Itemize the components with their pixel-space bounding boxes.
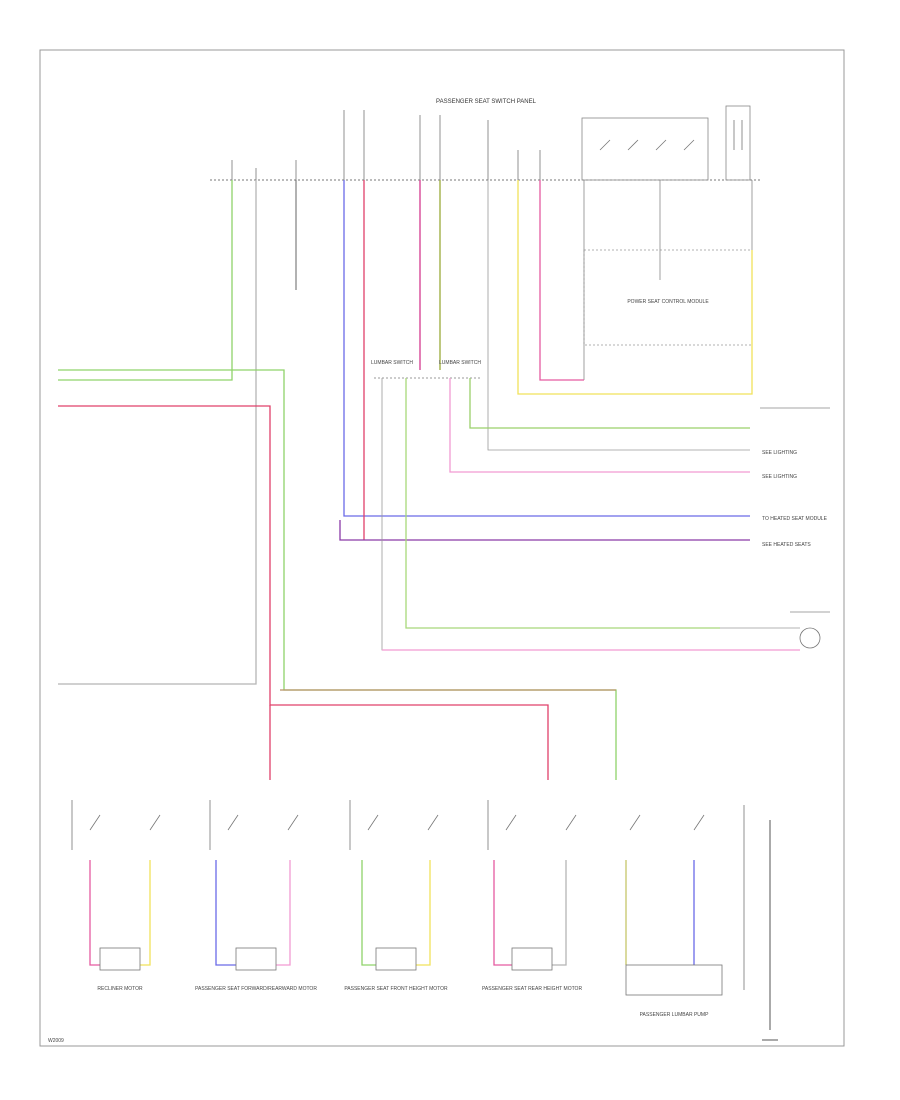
connector-pin-stubs: [231, 110, 541, 180]
svg-text:RECLINER MOTOR: RECLINER MOTOR: [97, 986, 143, 992]
motor-group-3: PASSENGER SEAT FRONT HEIGHT MOTOR: [344, 800, 448, 992]
wire-yellow: [517, 180, 753, 395]
svg-text:PASSENGER SEAT FORWARD/REARWAR: PASSENGER SEAT FORWARD/REARWARD MOTOR: [195, 986, 317, 992]
wire-gray-left: [58, 180, 257, 685]
wire-purple: [339, 520, 750, 541]
wire-green-lumbar: [469, 378, 750, 429]
diagram-frame: [39, 49, 845, 1047]
motor-group-1: RECLINER MOTOR: [71, 800, 161, 992]
seat-switch-box: [581, 117, 709, 181]
pump-motor-symbol: [799, 627, 821, 649]
wire-gray-lumbar: [381, 378, 720, 651]
svg-text:PASSENGER LUMBAR PUMP: PASSENGER LUMBAR PUMP: [640, 1012, 709, 1018]
right-label-3: TO HEATED SEAT MODULE: [762, 516, 828, 522]
wire-blue: [343, 180, 750, 517]
svg-text:PASSENGER SEAT REAR HEIGHT MOT: PASSENGER SEAT REAR HEIGHT MOTOR: [482, 986, 583, 992]
svg-text:PASSENGER SEAT FRONT HEIGHT MO: PASSENGER SEAT FRONT HEIGHT MOTOR: [344, 986, 448, 992]
right-label-1: SEE LIGHTING: [762, 450, 797, 456]
wire-pink-lumbar: [449, 378, 750, 473]
module-verticals: [583, 180, 753, 380]
wire-green: [58, 180, 233, 381]
seat-control-module-label: POWER SEAT CONTROL MODULE: [627, 299, 709, 305]
wire-green-lumbar-2: [405, 378, 720, 629]
top-connector-title: PASSENGER SEAT SWITCH PANEL: [436, 99, 537, 105]
motor-group-4: PASSENGER SEAT REAR HEIGHT MOTOR: [482, 800, 583, 992]
motor-group-2: PASSENGER SEAT FORWARD/REARWARD MOTOR: [195, 800, 317, 992]
lumbar-switch-upper-label: LUMBAR SWITCH: [371, 360, 413, 366]
seat-switch-box-b: [725, 105, 751, 181]
switch-contacts: [599, 120, 743, 151]
motor-group-5: PASSENGER LUMBAR PUMP: [625, 814, 723, 1018]
lumbar-switch-lower-label: LUMBAR SWITCH: [439, 360, 481, 366]
wire-pink-1: [539, 180, 584, 381]
wire-red-left: [58, 405, 549, 780]
wire-gray-2: [487, 180, 750, 451]
right-label-4: SEE HEATED SEATS: [762, 542, 811, 548]
seat-control-module-box: [583, 249, 753, 346]
wire-green-left-2: [58, 369, 617, 780]
ground-wire: [743, 805, 778, 1041]
page-code: W2009: [48, 1038, 64, 1044]
right-label-2: SEE LIGHTING: [762, 474, 797, 480]
